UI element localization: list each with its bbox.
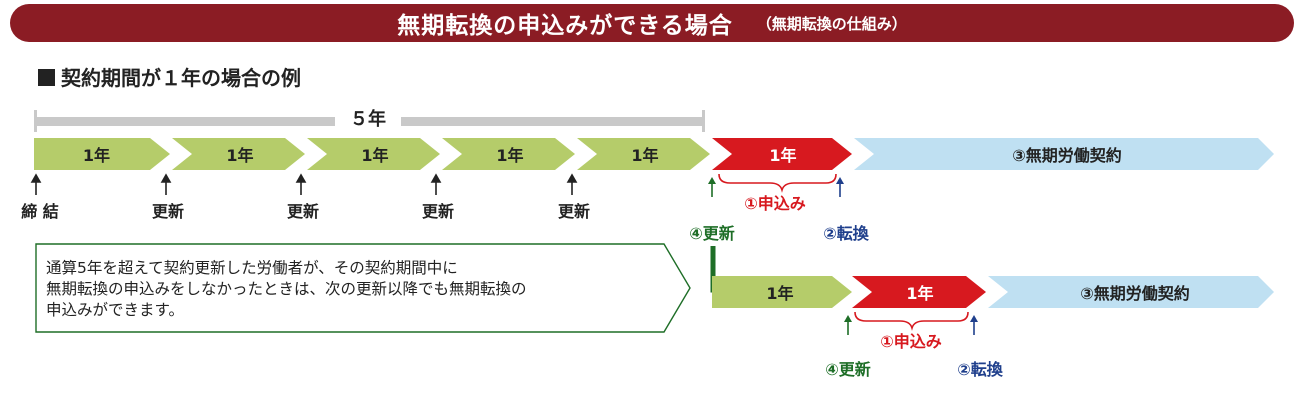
t2-application-year-label: 1年	[906, 284, 934, 303]
year-segment-3-label: 1年	[361, 146, 389, 165]
t2-indefinite-contract-label: ③無期労働契約	[1080, 284, 1190, 303]
tick-label-renewal-4: 更新	[557, 202, 590, 221]
application-year-segment	[712, 138, 852, 170]
section-heading-text: 契約期間が１年の場合の例	[61, 66, 301, 90]
indefinite-contract-segment	[854, 138, 1274, 170]
convert-label-2: ②転換	[957, 360, 1003, 379]
year-segment-4-label: 1年	[496, 146, 524, 165]
application-brace-1	[718, 173, 837, 193]
apply-label-2: ①申込み	[880, 332, 942, 351]
section-heading: 契約期間が１年の場合の例	[38, 62, 301, 91]
year-segment-5	[577, 138, 710, 170]
square-bullet-icon	[38, 69, 55, 86]
title-banner: 無期転換の申込みができる場合 （無期転換の仕組み）	[10, 4, 1294, 42]
convert-label-1: ②転換	[823, 224, 869, 243]
application-brace-2	[854, 311, 969, 331]
application-year-label: 1年	[769, 146, 797, 165]
note-line-2: 無期転換の申込みをしなかったときは、次の更新以降でも無期転換の	[46, 280, 527, 298]
banner-title: 無期転換の申込みができる場合	[397, 13, 733, 39]
tick-arrows	[30, 173, 578, 195]
year-segment-4	[442, 138, 575, 170]
t2-year-label: 1年	[766, 284, 794, 303]
banner-subtitle: （無期転換の仕組み）	[756, 14, 907, 33]
span-left-cap	[34, 110, 37, 132]
year-segment-2-label: 1年	[226, 146, 254, 165]
year-segment-2	[172, 138, 305, 170]
indefinite-contract-label: ③無期労働契約	[1012, 146, 1122, 165]
t2-year-segment	[712, 276, 852, 308]
apply-label-1: ①申込み	[744, 194, 806, 213]
note-line-1: 通算5年を超えて契約更新した労働者が、その契約期間中に	[46, 259, 458, 277]
renew-label-2: ④更新	[825, 360, 871, 379]
year-segment-1-label: 1年	[82, 146, 111, 165]
year-segment-5-label: 1年	[631, 146, 659, 165]
t2-indefinite-contract-segment	[988, 276, 1274, 308]
span-right-cap	[702, 110, 705, 132]
tick-label-renewal-1: 更新	[151, 202, 184, 221]
five-year-span-label: ５年	[335, 105, 401, 131]
note-text: 通算5年を超えて契約更新した労働者が、その契約期間中に 無期転換の申込みをしなか…	[46, 258, 666, 321]
year-segment-1	[34, 138, 170, 170]
t2-application-year-segment	[852, 276, 986, 308]
year-segment-3	[307, 138, 440, 170]
tick-label-renewal-2: 更新	[286, 202, 319, 221]
renew-label-1: ④更新	[689, 224, 735, 243]
tick-label-conclusion: 締 結	[21, 202, 59, 221]
tick-label-renewal-3: 更新	[421, 202, 454, 221]
note-line-3: 申込みができます。	[46, 301, 184, 319]
note-callout-border	[35, 243, 691, 333]
